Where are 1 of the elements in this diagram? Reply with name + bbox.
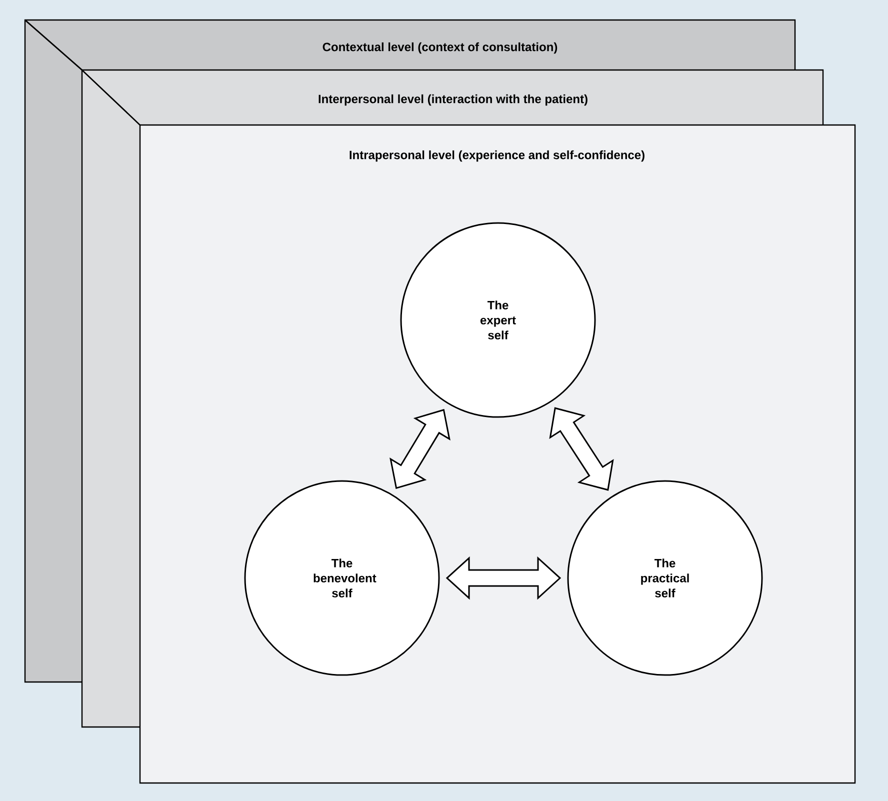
double-arrow [549,407,614,491]
